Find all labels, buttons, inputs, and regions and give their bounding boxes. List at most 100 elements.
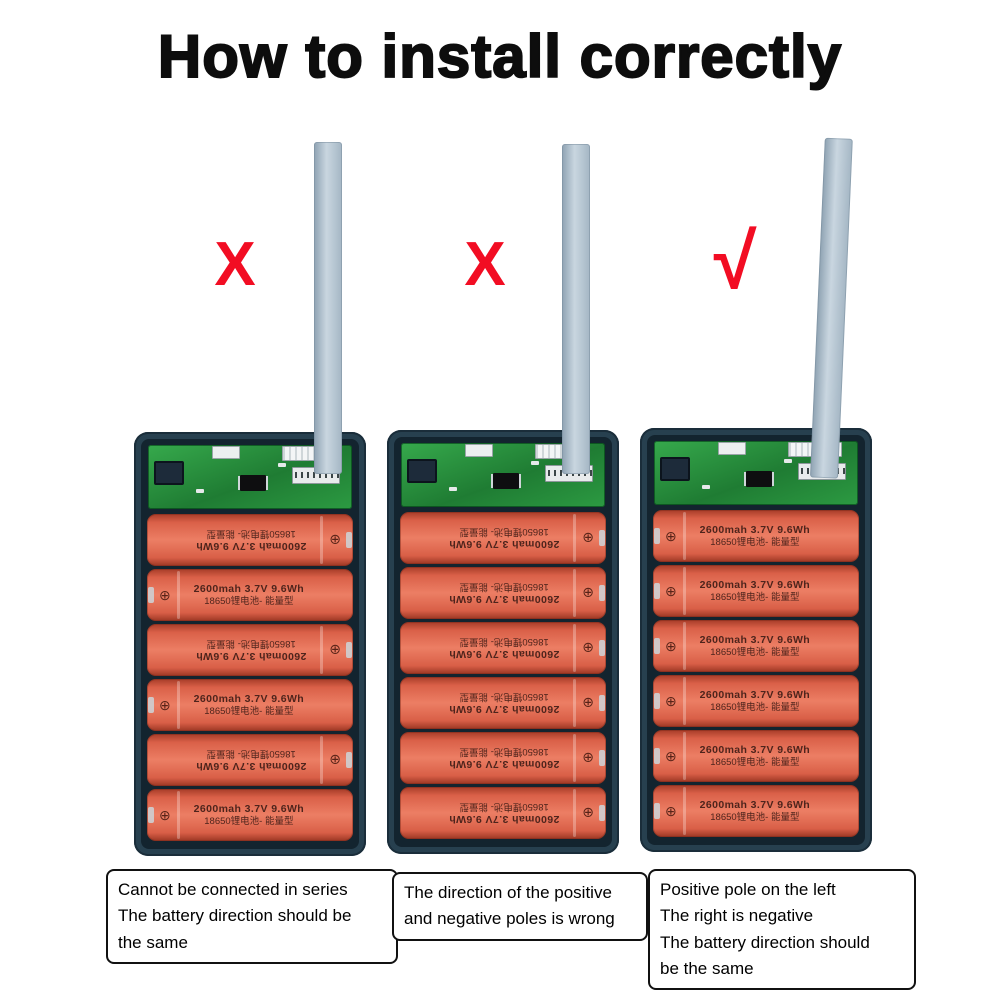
battery-band <box>573 624 576 672</box>
positive-terminal-icon: ⊕ <box>582 640 594 656</box>
battery-band <box>177 571 180 619</box>
battery-band <box>320 626 323 674</box>
chip-icon <box>493 473 519 489</box>
battery-band <box>683 512 686 560</box>
resistor-icon <box>531 461 539 465</box>
battery-positive-cap <box>654 803 660 819</box>
ribbon-cable <box>314 142 342 474</box>
resistor-icon <box>196 489 204 493</box>
battery-positive-cap <box>346 642 352 658</box>
positive-terminal-icon: ⊕ <box>329 532 341 548</box>
usb-port-icon <box>407 459 437 483</box>
positive-terminal-icon: ⊕ <box>159 697 171 713</box>
battery-band <box>177 791 180 839</box>
battery-positive-cap <box>148 807 154 823</box>
ribbon-cable <box>562 144 590 474</box>
battery-positive-cap <box>599 805 605 821</box>
battery-positive-cap <box>346 532 352 548</box>
caption-box: Cannot be connected in series The batter… <box>106 869 398 965</box>
chip-icon <box>240 475 266 491</box>
correct-mark-icon: √ <box>713 217 757 305</box>
positive-terminal-icon: ⊕ <box>582 695 594 711</box>
positive-terminal-icon: ⊕ <box>329 752 341 768</box>
battery-positive-cap <box>599 530 605 546</box>
battery-positive-cap <box>654 638 660 654</box>
battery-positive-cap <box>654 528 660 544</box>
positive-terminal-icon: ⊕ <box>582 750 594 766</box>
resistor-icon <box>278 463 286 467</box>
battery-band <box>573 569 576 617</box>
resistor-icon <box>784 459 792 463</box>
usb-port-icon <box>154 461 184 485</box>
battery-band <box>573 679 576 727</box>
battery-positive-cap <box>346 752 352 768</box>
battery-positive-cap <box>599 585 605 601</box>
positive-terminal-icon: ⊕ <box>665 583 677 599</box>
battery-positive-cap <box>599 640 605 656</box>
battery-band <box>683 567 686 615</box>
wrong-mark-icon: X <box>464 230 506 299</box>
caption-box: Positive pole on the left The right is n… <box>648 869 916 991</box>
positive-terminal-icon: ⊕ <box>665 748 677 764</box>
circuit-board <box>401 443 605 507</box>
positive-terminal-icon: ⊕ <box>665 803 677 819</box>
battery-positive-cap <box>148 587 154 603</box>
battery-band <box>573 514 576 562</box>
battery-band <box>573 734 576 782</box>
positive-terminal-icon: ⊕ <box>665 693 677 709</box>
caption-box: The direction of the positive and negati… <box>392 872 648 941</box>
battery-positive-cap <box>599 750 605 766</box>
circuit-board <box>148 445 352 509</box>
battery-band <box>683 677 686 725</box>
battery-positive-cap <box>654 583 660 599</box>
wrong-mark-icon: X <box>214 230 256 299</box>
positive-terminal-icon: ⊕ <box>665 638 677 654</box>
positive-terminal-icon: ⊕ <box>582 805 594 821</box>
positive-terminal-icon: ⊕ <box>159 807 171 823</box>
resistor-icon <box>702 485 710 489</box>
battery-positive-cap <box>148 697 154 713</box>
positive-terminal-icon: ⊕ <box>582 530 594 546</box>
positive-terminal-icon: ⊕ <box>159 587 171 603</box>
page-title: How to install correctly <box>157 22 843 91</box>
battery-band <box>683 622 686 670</box>
positive-terminal-icon: ⊕ <box>665 528 677 544</box>
resistor-icon <box>449 487 457 491</box>
